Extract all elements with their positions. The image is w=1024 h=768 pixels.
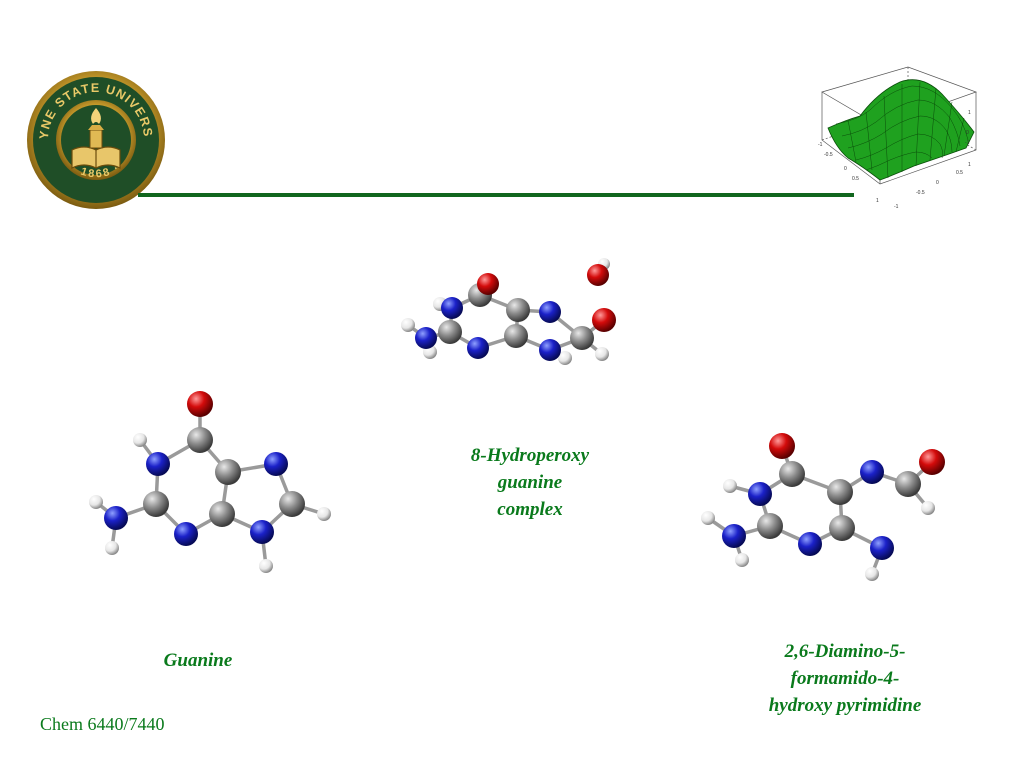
svg-text:0.5: 0.5 xyxy=(852,176,859,182)
8-hydroperoxy-guanine-molecule-icon xyxy=(401,258,616,365)
svg-text:0: 0 xyxy=(936,180,939,186)
diamino-formamido-hydroxypyrimidine-molecule-icon xyxy=(701,433,945,581)
svg-text:0.5: 0.5 xyxy=(956,170,963,176)
svg-text:-0.5: -0.5 xyxy=(824,152,833,158)
svg-text:0: 0 xyxy=(844,166,847,172)
caption-line: formamido-4- xyxy=(790,668,900,689)
svg-text:· 1868 ·: · 1868 · xyxy=(69,161,123,180)
svg-text:1: 1 xyxy=(876,198,879,204)
guanine-molecule-icon xyxy=(89,391,331,573)
caption-pyrimidine: 2,6-Diamino-5- formamido-4- hydroxy pyri… xyxy=(730,638,960,719)
caption-line: complex xyxy=(497,499,563,520)
caption-line: hydroxy pyrimidine xyxy=(768,695,922,716)
svg-text:-1: -1 xyxy=(894,204,899,210)
caption-hydroperoxy-guanine: 8-Hydroperoxy guanine complex xyxy=(420,442,640,523)
svg-text:-1: -1 xyxy=(965,140,970,146)
university-seal-icon: WAYNE STATE UNIVERSITY · 1868 · xyxy=(26,70,165,209)
course-footer: Chem 6440/7440 xyxy=(40,714,165,734)
svg-text:1: 1 xyxy=(968,162,971,168)
svg-text:-1: -1 xyxy=(818,142,823,148)
caption-line: guanine xyxy=(497,472,563,493)
caption-line: Guanine xyxy=(163,650,233,671)
svg-text:0: 0 xyxy=(966,130,969,136)
svg-text:1: 1 xyxy=(968,110,971,116)
svg-text:-0.5: -0.5 xyxy=(916,190,925,196)
caption-line: 2,6-Diamino-5- xyxy=(784,641,906,662)
3d-surface-plot-icon: 1 0 -1 -1 -0.5 0 0.5 1 1 0.5 0 -0.5 -1 xyxy=(818,66,978,210)
title-rule xyxy=(138,193,854,197)
caption-line: 8-Hydroperoxy xyxy=(470,445,590,466)
caption-guanine: Guanine xyxy=(120,647,276,674)
